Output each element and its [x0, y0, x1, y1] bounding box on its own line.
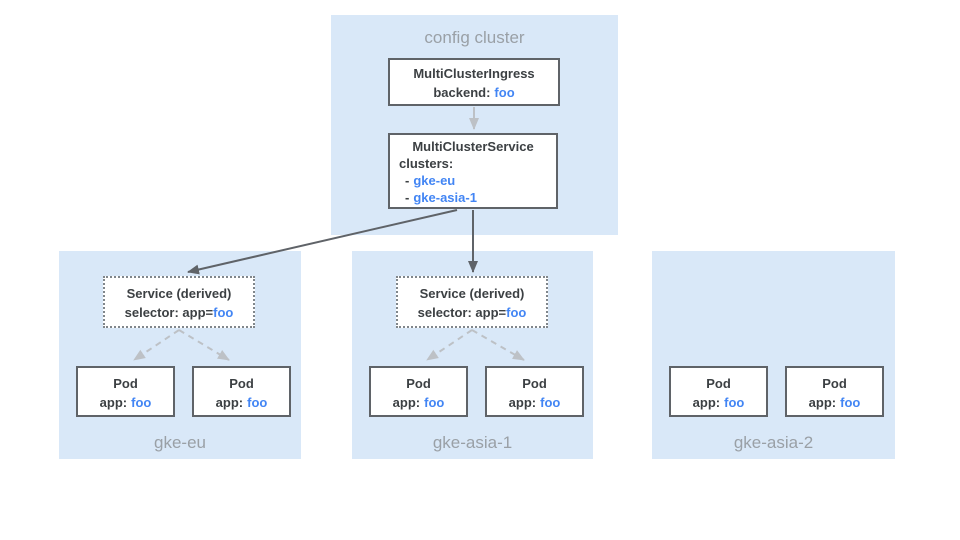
app-label: app: — [508, 395, 537, 410]
selector-label: selector: app= — [124, 305, 214, 320]
cluster-name-gke-eu: gke-eu — [413, 173, 456, 188]
list-dash: - — [405, 190, 410, 205]
selector-line: selector: app=foo — [105, 303, 253, 322]
backend-line: backend:foo — [390, 83, 558, 102]
pod-app-line: app:foo — [487, 393, 582, 412]
app-label: app: — [99, 395, 128, 410]
app-value: foo — [724, 395, 745, 410]
gke-asia-2-panel: Pod app:foo Pod app:foo gke-asia-2 — [652, 251, 895, 459]
app-value: foo — [540, 395, 561, 410]
pod-app-line: app:foo — [194, 393, 289, 412]
app-label: app: — [692, 395, 721, 410]
app-label: app: — [392, 395, 421, 410]
derived-service-title: Service (derived) — [126, 286, 232, 301]
pod-app-line: app:foo — [371, 393, 466, 412]
derived-service-box: Service (derived) selector: app=foo — [396, 276, 548, 328]
multiclusterservice-title: MultiClusterService — [412, 139, 534, 154]
multiclusterservice-box: MultiClusterService clusters: -gke-eu -g… — [388, 133, 558, 209]
gke-eu-panel: Service (derived) selector: app=foo Pod … — [59, 251, 301, 459]
multiclusteringress-title: MultiClusterIngress — [413, 66, 535, 81]
pod-box: Pod app:foo — [369, 366, 468, 417]
pod-title: Pod — [706, 376, 731, 391]
list-dash: - — [405, 173, 410, 188]
gke-asia-1-panel: Service (derived) selector: app=foo Pod … — [352, 251, 593, 459]
app-label: app: — [215, 395, 244, 410]
pod-box: Pod app:foo — [669, 366, 768, 417]
backend-value: foo — [494, 85, 515, 100]
derived-service-box: Service (derived) selector: app=foo — [103, 276, 255, 328]
pod-box: Pod app:foo — [76, 366, 175, 417]
pod-app-line: app:foo — [787, 393, 882, 412]
derived-service-title: Service (derived) — [419, 286, 525, 301]
selector-line: selector: app=foo — [398, 303, 546, 322]
config-cluster-label: config cluster — [424, 28, 525, 47]
app-value: foo — [247, 395, 268, 410]
multiclusteringress-box: MultiClusterIngress backend:foo — [388, 58, 560, 106]
selector-value: foo — [506, 305, 527, 320]
selector-value: foo — [213, 305, 234, 320]
pod-title: Pod — [406, 376, 431, 391]
cluster-list-item: -gke-asia-1 — [390, 189, 556, 206]
backend-label: backend: — [433, 85, 491, 100]
pod-app-line: app:foo — [78, 393, 173, 412]
pod-box: Pod app:foo — [192, 366, 291, 417]
pod-title: Pod — [822, 376, 847, 391]
config-cluster-panel: config cluster MultiClusterIngress backe… — [331, 15, 618, 235]
gke-eu-label: gke-eu — [154, 433, 206, 452]
pod-title: Pod — [229, 376, 254, 391]
cluster-list-item: -gke-eu — [390, 172, 556, 189]
selector-label: selector: app= — [417, 305, 507, 320]
pod-title: Pod — [522, 376, 547, 391]
app-value: foo — [424, 395, 445, 410]
gke-asia-2-label: gke-asia-2 — [733, 433, 814, 452]
pod-box: Pod app:foo — [785, 366, 884, 417]
app-label: app: — [808, 395, 837, 410]
clusters-label: clusters: — [399, 156, 454, 171]
app-value: foo — [131, 395, 152, 410]
pod-app-line: app:foo — [671, 393, 766, 412]
pod-title: Pod — [113, 376, 138, 391]
cluster-name-gke-asia-1: gke-asia-1 — [413, 190, 477, 205]
app-value: foo — [840, 395, 861, 410]
pod-box: Pod app:foo — [485, 366, 584, 417]
gke-asia-1-label: gke-asia-1 — [432, 433, 513, 452]
